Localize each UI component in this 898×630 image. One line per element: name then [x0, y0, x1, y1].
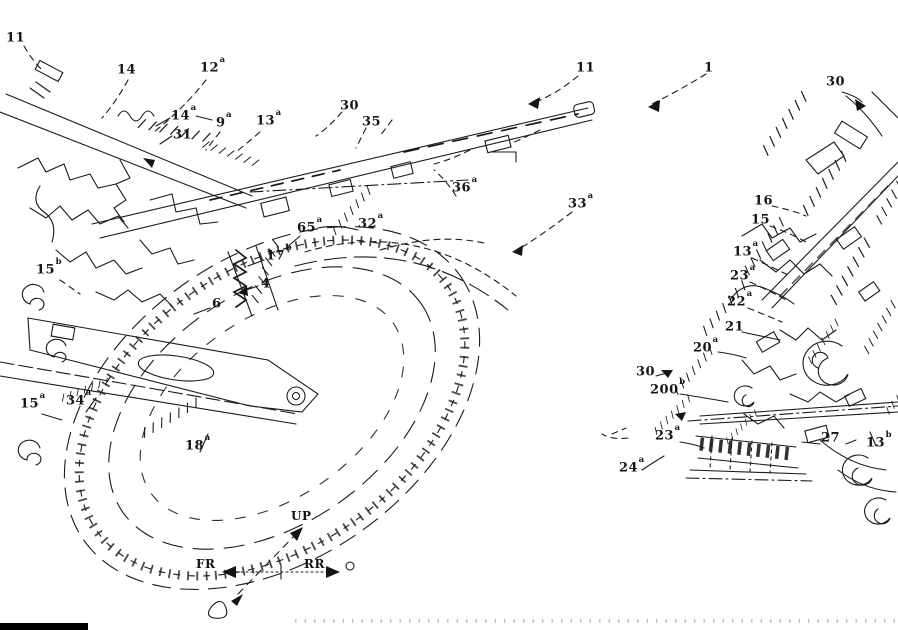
direction-label-fr: FR: [196, 557, 216, 571]
ref-label-left-18a: 18a: [185, 433, 211, 454]
ref-label-right-27: 27: [821, 430, 841, 446]
right-figure: [601, 73, 898, 525]
ref-label-left-6: 6: [212, 296, 222, 312]
ref-label-right-23a-lower: 23a: [655, 423, 681, 444]
arrowheads-right: [648, 99, 866, 421]
ref-label-left-12a: 12a: [200, 55, 226, 76]
ref-label-left-14: 14: [117, 62, 137, 78]
ref-label-left-30: 30: [340, 98, 360, 114]
ref-label-left-34a: 34a: [66, 388, 92, 409]
leader-lines-right: [601, 73, 877, 471]
ref-label-left-14a: 14a: [171, 103, 197, 124]
ref-label-left-11-topleft: 11: [6, 30, 26, 46]
scroll-details: [733, 340, 897, 525]
arrowheads-left: [143, 97, 540, 296]
ref-label-left-9a: 9a: [216, 110, 233, 131]
ref-label-right-21: 21: [725, 319, 745, 335]
exhaust-pipe: [91, 101, 596, 239]
ref-label-left-11-topright: 11: [576, 60, 596, 76]
upper-rod: [761, 91, 898, 309]
left-figure: [0, 45, 596, 590]
ref-label-left-36a: 36a: [452, 175, 478, 196]
leader-lines-left: [23, 45, 579, 453]
mount-bracket: [695, 435, 799, 474]
direction-label-rr: RR: [304, 557, 325, 571]
ref-label-right-200b: 200b: [650, 377, 686, 398]
ref-label-right-23a-upper: 23a: [730, 263, 756, 284]
bottom-scan-bar: [0, 623, 88, 630]
ref-label-right-30-top: 30: [826, 74, 846, 90]
rear-wheel: [63, 226, 481, 590]
fender-arc: [294, 238, 517, 311]
ref-label-right-13a: 13a: [733, 239, 759, 260]
ref-label-left-13a: 13a: [256, 108, 282, 129]
swingarm: [27, 317, 319, 413]
ref-label-right-20a: 20a: [693, 335, 719, 356]
ref-label-left-65a: 65a: [297, 215, 323, 236]
engine-cluster: [17, 110, 219, 466]
ref-label-right-22a: 22a: [727, 289, 753, 310]
ref-label-left-35: 35: [362, 114, 382, 130]
ref-label-right-16: 16: [754, 193, 774, 209]
ref-label-left-4: 4: [261, 276, 271, 292]
ref-label-right-15: 15: [751, 212, 771, 228]
ref-label-right-13b: 13b: [866, 430, 893, 451]
ref-label-left-32a: 32a: [358, 211, 384, 232]
frame-tube: [0, 59, 469, 209]
direction-label-up: UP: [291, 509, 312, 523]
ref-label-right-1: 1: [704, 60, 714, 76]
ref-label-left-33a: 33a: [568, 191, 594, 212]
shock-spring: [227, 245, 279, 317]
hatch-marks-right: [651, 90, 898, 445]
axle-rod: [685, 401, 898, 482]
ref-label-left-31: 31: [173, 127, 193, 143]
ref-label-left-15b: 15b: [36, 257, 63, 278]
direction-indicator: [207, 527, 355, 619]
ref-label-right-30-mid: 30: [636, 364, 656, 380]
gear-cluster: [729, 223, 881, 444]
ref-label-left-17b: 17b: [266, 243, 293, 264]
ref-label-left-15a: 15a: [20, 391, 46, 412]
ref-label-right-24a: 24a: [619, 455, 645, 476]
